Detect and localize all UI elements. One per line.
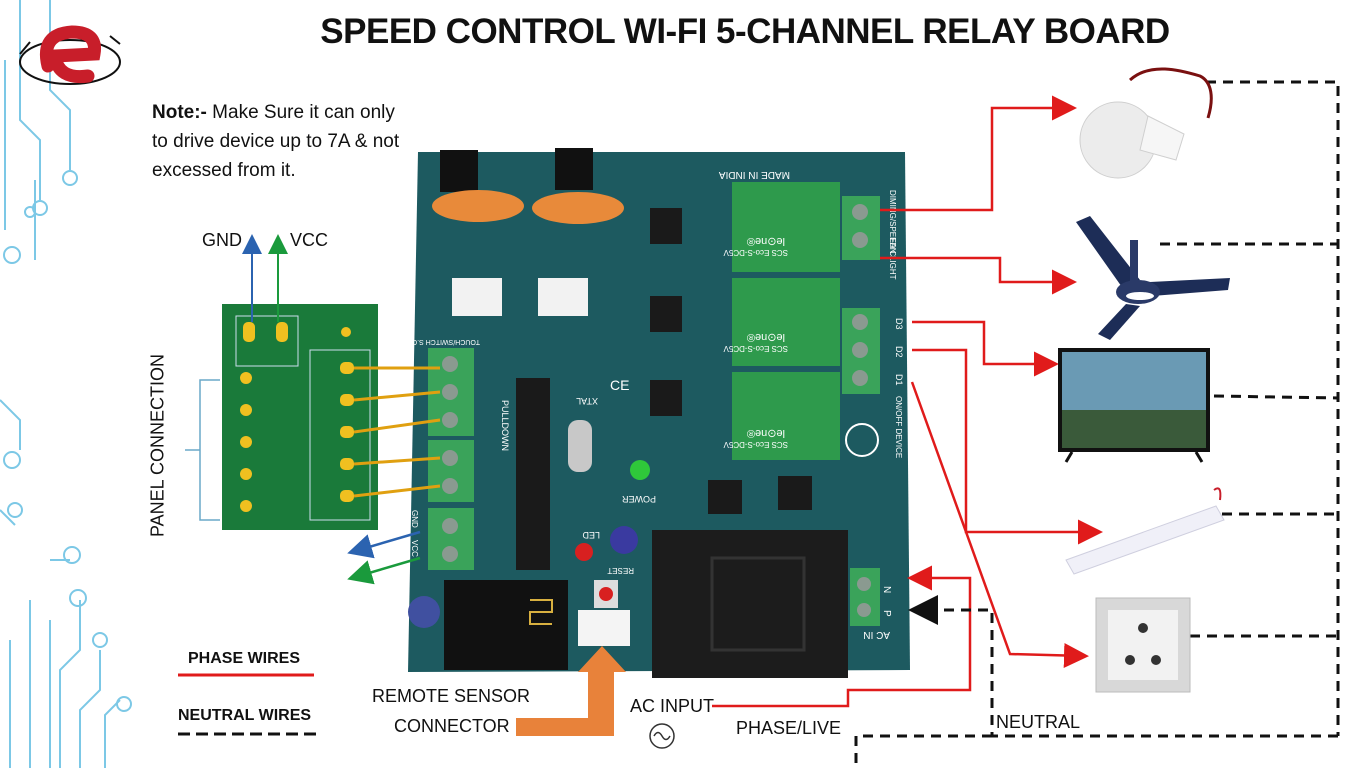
tv-icon [1058, 348, 1210, 463]
panel-brace [185, 379, 220, 521]
legend-neutral-label: NEUTRAL WIRES [178, 707, 312, 724]
made-in-label: MADE IN INDIA [719, 169, 790, 180]
page-title: SPEED CONTROL WI-FI 5-CHANNEL RELAY BOAR… [320, 12, 1170, 51]
phase-wire-tv [912, 320, 1059, 377]
ceiling-fan-icon [1076, 216, 1230, 340]
power-label: POWER [621, 494, 656, 504]
note-text: Note:- Make Sure it can only to drive de… [152, 98, 412, 185]
board-gnd-arrow [347, 530, 421, 559]
fan-label: FAN [888, 238, 897, 254]
remote-sensor-label-line2: CONNECTOR [394, 716, 510, 736]
neutral-input-wire [908, 595, 1338, 738]
ac-input-label: AC INPUT [630, 696, 715, 716]
reset-label: RESET [607, 566, 634, 575]
ac-symbol [649, 723, 675, 749]
pulldown-label: PULLDOWN [500, 400, 510, 451]
relay2-brand: le⊙ne® [747, 331, 785, 343]
d3-label: D3 [894, 318, 904, 330]
relay1-brand: le⊙ne® [747, 235, 785, 247]
panel-pcb [222, 304, 378, 530]
diming-label: DIMING/SPEED C [888, 190, 897, 256]
light-label: LIGHT [888, 256, 897, 280]
note-body: Make Sure it can only to drive device up… [152, 102, 400, 181]
board-vcc-label: VCC [410, 540, 419, 557]
tube-light-icon [1065, 487, 1225, 575]
led-label: LED [582, 530, 600, 540]
circuit-decoration [0, 0, 132, 768]
d2-label: D2 [894, 346, 904, 358]
d1-label: D1 [894, 374, 904, 386]
phase-input-wire [712, 565, 972, 708]
bulb-icon [1079, 67, 1213, 179]
ce-mark: CE [610, 377, 629, 393]
n-label: N [881, 586, 892, 593]
socket-icon [1095, 597, 1191, 693]
xtal-label: XTAL [576, 396, 598, 406]
relay2-model: SCS Eco-S-DC5V [723, 344, 788, 353]
phase-live-label: PHASE/LIVE [736, 718, 842, 738]
relay1-model: SCS Eco-S-DC5V [723, 248, 788, 257]
note-label: Note:- [152, 102, 207, 123]
relay-board [408, 148, 910, 678]
board-gnd-label: GND [410, 510, 419, 528]
company-logo [19, 25, 121, 85]
touch-label: TOUCH/SWITCH S.OT [407, 338, 480, 345]
legend-phase-label: PHASE WIRES [188, 650, 301, 667]
relay3-model: SCS Eco-S-DC5V [723, 440, 788, 449]
phase-wire-socket [910, 381, 1089, 668]
neutral-label: NEUTRAL [996, 712, 1081, 732]
board-vcc-arrow [347, 556, 421, 585]
phase-wire-fan [880, 256, 1077, 295]
remote-sensor-arrow [516, 646, 626, 736]
vcc-label: VCC [290, 230, 329, 250]
phase-wire-bulb [880, 95, 1077, 212]
onoff-label: ON/OFF DEVICE [894, 396, 903, 458]
panel-wires [353, 366, 441, 498]
remote-sensor-label-line1: REMOTE SENSOR [372, 686, 531, 706]
phase-wire-tube [912, 348, 1103, 545]
ac-in-label: AC IN [863, 629, 890, 640]
p-label: P [881, 610, 892, 617]
relay3-brand: le⊙ne® [747, 427, 785, 439]
gnd-label: GND [202, 230, 242, 250]
